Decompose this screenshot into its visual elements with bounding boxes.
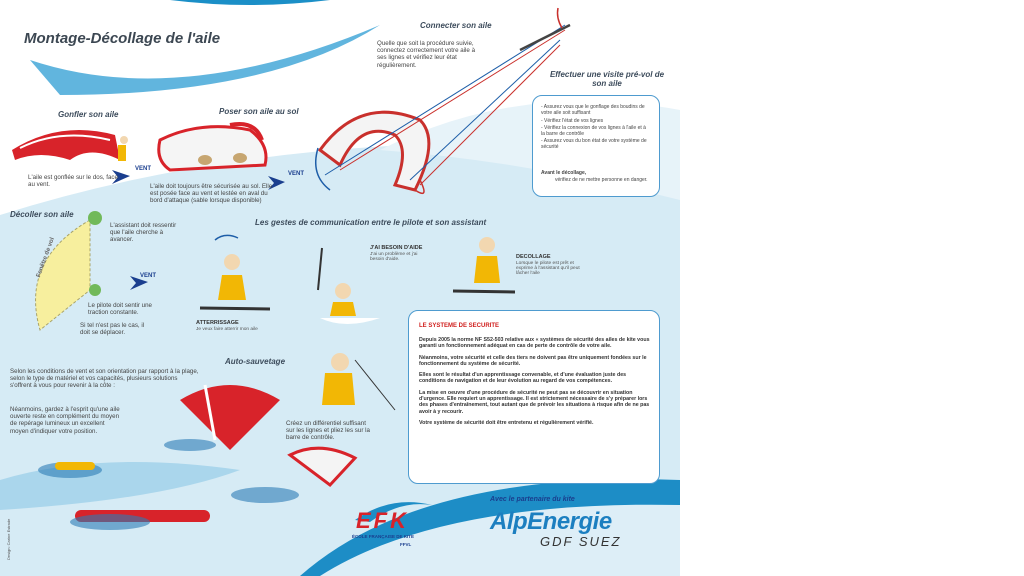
preflight-item-2: - Vérifiez l'état de vos lignes: [541, 118, 604, 124]
ground-title: Poser son aile au sol: [219, 107, 299, 116]
self-rescue-differential: Créez un différentiel suffisant sur les …: [286, 420, 370, 442]
takeoff-assistant-text: L'assistant doit ressentir que l'aile ch…: [110, 222, 177, 244]
self-rescue-intro: Selon les conditions de vent et son orie…: [10, 368, 199, 390]
gesture-takeoff-text: Lorsque le pilote est prêt et exprime à …: [516, 261, 580, 276]
gesture-help-image: [317, 247, 380, 324]
takeoff-pilot-text: Le pilote doit sentir une traction const…: [88, 302, 152, 317]
self-rescue-title: Auto-sauvetage: [225, 357, 286, 366]
preflight-box: - Assurez vous que le gonflage des boudi…: [532, 95, 660, 197]
security-paragraph: Depuis 2005 la norme NF S52-503 relative…: [419, 337, 650, 350]
preflight-title: Effectuer une visite pré-vol de son aile: [549, 70, 665, 88]
school-name: ÉCOLE FRANÇAISE DE KITE: [352, 534, 415, 539]
vent-label-2: VENT: [288, 171, 305, 177]
gesture-landing-label: ATTERRISSAGE: [196, 320, 239, 326]
preflight-before-text: vérifiez de ne mettre personne en danger…: [555, 177, 648, 183]
sponsor-logo: AlpEnergie: [490, 508, 612, 535]
grounded-kite-image: [157, 122, 268, 172]
security-paragraph: La mise en oeuvre d'une procédure de séc…: [419, 389, 650, 415]
kite-illustrations: [12, 7, 571, 530]
gesture-help-text: J'ai un problème et j'ai besoin d'aide.: [370, 252, 418, 262]
connect-text: Quelle que soit la procédure suivie, con…: [377, 40, 476, 69]
self-rescue-advice: Néanmoins, gardez à l'esprit qu'une aile…: [10, 406, 120, 435]
gesture-landing-image: [199, 234, 271, 311]
school-logo: EFK: [356, 508, 409, 533]
self-rescue-images: [38, 353, 396, 530]
gesture-landing-text: Je veux faire atterrir mon aile: [196, 327, 258, 332]
security-paragraph: Votre système de sécurité doit être entr…: [419, 419, 594, 426]
preflight-item-3: - Vérifiez la connexion de vos lignes à …: [541, 125, 646, 137]
connect-title: Connecter son aile: [420, 21, 492, 30]
gestures-title: Les gestes de communication entre le pil…: [255, 218, 487, 227]
takeoff-pilot-text2: Si tel n'est pas le cas, il doit se dépl…: [80, 322, 145, 337]
security-title: LE SYSTEME DE SECURITE: [419, 323, 500, 329]
connected-kite-image: [315, 7, 571, 195]
inflate-title: Gonfler son aile: [58, 110, 119, 119]
takeoff-title: Décoller son aile: [10, 210, 74, 219]
gesture-help-label: J'AI BESOIN D'AIDE: [370, 245, 423, 251]
efk-logo-shape: [355, 502, 432, 522]
security-box: LE SYSTEME DE SECURITE Depuis 2005 la no…: [408, 310, 660, 484]
inflated-kite-image: [12, 130, 128, 161]
page-title: Montage-Décollage de l'aile: [24, 30, 221, 47]
school-federation: FFVL: [400, 542, 412, 547]
security-body: Depuis 2005 la norme NF S52-503 relative…: [419, 337, 651, 431]
preflight-before-label: Avant le décollage,: [541, 170, 587, 176]
gesture-takeoff-image: [452, 237, 516, 294]
vent-label-1: VENT: [135, 166, 152, 172]
preflight-item-4: - Assurez vous du bon état de votre syst…: [541, 138, 647, 150]
vent-label-3: VENT: [140, 273, 157, 279]
design-credit: Design: Carine Estrade: [6, 518, 11, 560]
partner-label: Avec le partenaire du kite: [490, 496, 575, 503]
gesture-takeoff-label: DECOLLAGE: [516, 254, 551, 260]
sponsor-group-logo: GDF SUEZ: [540, 534, 622, 549]
inflate-text: L'aile est gonflée sur le dos, face au v…: [28, 174, 118, 189]
poster: Montage-Décollage de l'aile Connecter so…: [0, 0, 680, 576]
preflight-item-1: - Assurez vous que le gonflage des boudi…: [541, 104, 645, 116]
security-paragraph: Néanmoins, votre sécurité et celle des t…: [419, 354, 647, 367]
security-paragraph: Elles sont le résultat d'un apprentissag…: [419, 372, 627, 385]
ground-text: L'aile doit toujours être sécurisée au s…: [150, 183, 273, 205]
